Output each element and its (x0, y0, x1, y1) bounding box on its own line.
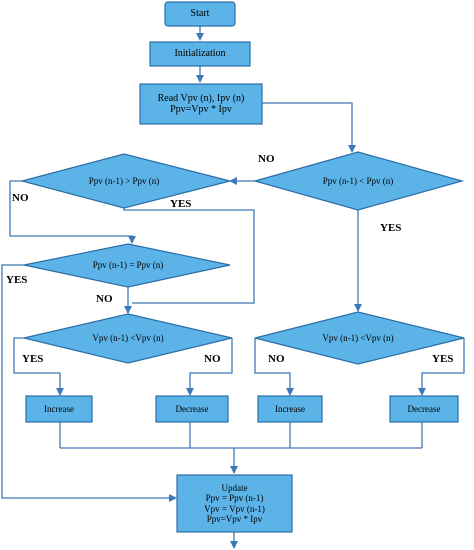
edge-v-left-yes (13, 337, 64, 396)
edge-label-yes-v-right: YES (432, 353, 454, 365)
edge-label-no-v-left: NO (204, 353, 221, 365)
dec-v-left-node (23, 313, 233, 364)
update-node (176, 474, 293, 533)
dec-top-right-label: Ppv (n-1) < Ppv (n) (322, 175, 394, 186)
edge-top-left-yes (123, 208, 255, 304)
dec-v-right-label: Vpv (n-1) <Vpv (n) (322, 332, 394, 343)
edge-label-no-equal: NO (96, 293, 113, 305)
dec-v-right-node (254, 311, 465, 365)
dec-top-left-label: Ppv (n-1) > Ppv (n) (88, 175, 160, 186)
dec-v-left-label: Vpv (n-1) <Vpv (n) (92, 332, 164, 343)
update-label: Update Ppv = Ppv (n-1) Vpv = Vpv (n-1) P… (204, 482, 265, 524)
edge-label-no-top-right: NO (258, 153, 275, 165)
dec-top-right-node (252, 151, 465, 211)
init-label: Initialization (174, 48, 226, 60)
edge-v-left-no (186, 338, 233, 396)
dec-equal-node (23, 243, 231, 288)
edge-label-yes-v-left: YES (22, 353, 44, 365)
init-node (149, 41, 251, 67)
read-label: Read Vpv (n), Ipv (n) Ppv=Vpv * Ipv (157, 92, 245, 116)
edge-label-no-top-left: NO (12, 192, 29, 204)
edge-label-yes-top-right: YES (380, 222, 402, 234)
increase-2-label: Increase (275, 403, 305, 414)
decrease-2-node (389, 395, 459, 423)
decrease-2-label: Decrease (407, 403, 441, 414)
edge-v-right-yes (418, 338, 465, 396)
edge-label-no-v-right: NO (268, 353, 285, 365)
start-node (164, 1, 236, 27)
edge-read-dec-top-right (262, 102, 356, 153)
edge-label-yes-equal: YES (6, 274, 28, 286)
dec-equal-label: Ppv (n-1) = Ppv (n) (92, 259, 164, 270)
dec-top-left-node (19, 153, 231, 209)
decrease-1-node (155, 395, 229, 423)
edge-top-left-no (9, 180, 136, 244)
increase-1-label: Increase (44, 403, 74, 414)
start-label: Start (190, 8, 210, 20)
increase-1-node (25, 395, 93, 423)
decrease-1-label: Decrease (175, 403, 209, 414)
edge-label-yes-top-left: YES (170, 198, 192, 210)
edge-v-right-no (254, 338, 294, 396)
increase-2-node (257, 395, 323, 423)
edge-equal-yes (1, 264, 177, 502)
read-node (139, 83, 263, 125)
